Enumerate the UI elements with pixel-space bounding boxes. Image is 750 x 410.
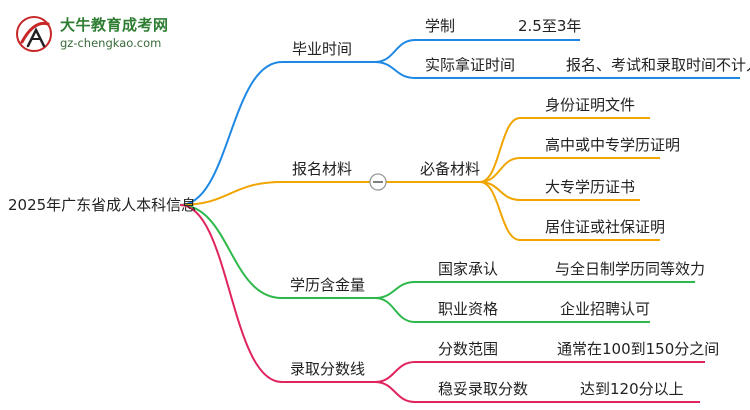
connector-b2-i2 — [479, 157, 660, 183]
node-professional-qualification[interactable]: 职业资格 — [438, 300, 499, 318]
node-material-college[interactable]: 大专学历证书 — [545, 178, 636, 196]
node-material-residence[interactable]: 居住证或社保证明 — [545, 218, 666, 236]
node-material-highschool[interactable]: 高中或中专学历证明 — [545, 136, 681, 154]
connector-b3-c2 — [374, 297, 650, 323]
connector-root-branch1 — [179, 61, 375, 206]
node-national-recognition-value[interactable]: 与全日制学历同等效力 — [555, 260, 706, 278]
branch-graduation-time[interactable]: 毕业时间 — [292, 40, 353, 58]
node-national-recognition[interactable]: 国家承认 — [438, 260, 499, 278]
connector-b2-i1 — [479, 117, 650, 183]
node-material-id[interactable]: 身份证明文件 — [545, 96, 636, 114]
logo-mark-icon — [16, 16, 52, 52]
connector-b2-i4 — [479, 181, 660, 241]
connector-root-branch2 — [179, 181, 370, 206]
collapse-toggle-icon[interactable] — [369, 173, 387, 191]
connector-b3-c1 — [374, 281, 695, 299]
connector-b1-c2 — [374, 61, 740, 79]
node-study-duration-value[interactable]: 2.5至3年 — [518, 17, 582, 35]
site-logo[interactable]: 大牛教育成考网 gz-chengkao.com — [14, 12, 204, 58]
node-certificate-time[interactable]: 实际拿证时间 — [425, 56, 516, 74]
node-required-materials[interactable]: 必备材料 — [420, 160, 481, 178]
node-certificate-time-value[interactable]: 报名、考试和录取时间不计入 — [566, 56, 750, 74]
branch-degree-value[interactable]: 学历含金量 — [290, 276, 366, 294]
connector-root-branch3 — [179, 204, 375, 299]
root-node[interactable]: 2025年广东省成人本科信息 — [8, 196, 197, 214]
branch-application-materials[interactable]: 报名材料 — [292, 160, 353, 178]
connector-b4-c2 — [374, 381, 700, 403]
node-safe-score[interactable]: 稳妥录取分数 — [438, 380, 529, 398]
branch-admission-score[interactable]: 录取分数线 — [290, 360, 366, 378]
node-professional-qualification-value[interactable]: 企业招聘认可 — [560, 300, 651, 318]
connector-b1-c1 — [374, 39, 580, 63]
node-study-duration[interactable]: 学制 — [425, 17, 456, 35]
connector-root-branch4 — [179, 204, 375, 383]
logo-title: 大牛教育成考网 — [60, 16, 169, 34]
logo-url: gz-chengkao.com — [60, 36, 162, 50]
node-score-range[interactable]: 分数范围 — [438, 340, 499, 358]
node-score-range-value[interactable]: 通常在100到150分之间 — [557, 340, 720, 358]
connector-b4-c1 — [374, 361, 705, 383]
node-safe-score-value[interactable]: 达到120分以上 — [580, 380, 684, 398]
